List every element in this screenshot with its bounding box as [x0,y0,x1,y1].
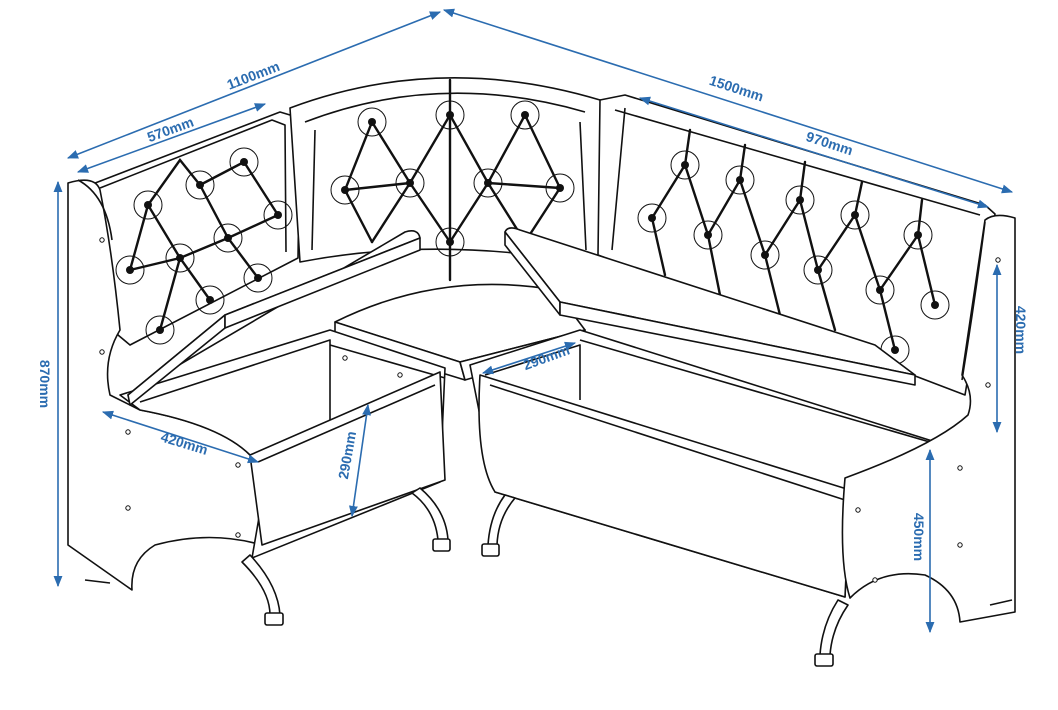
dimension-lines [53,8,1014,634]
label-total-height: 870mm [37,360,53,408]
label-back-height: 420mm [1013,306,1029,354]
label-overall-right: 1500mm [707,72,765,105]
label-overall-left: 1100mm [225,58,282,93]
bench-legs [241,487,849,667]
right-storage-lid [504,227,916,386]
label-seat-height: 450mm [911,513,927,561]
right-side-panel [841,214,1016,623]
left-storage-lid [127,230,421,406]
